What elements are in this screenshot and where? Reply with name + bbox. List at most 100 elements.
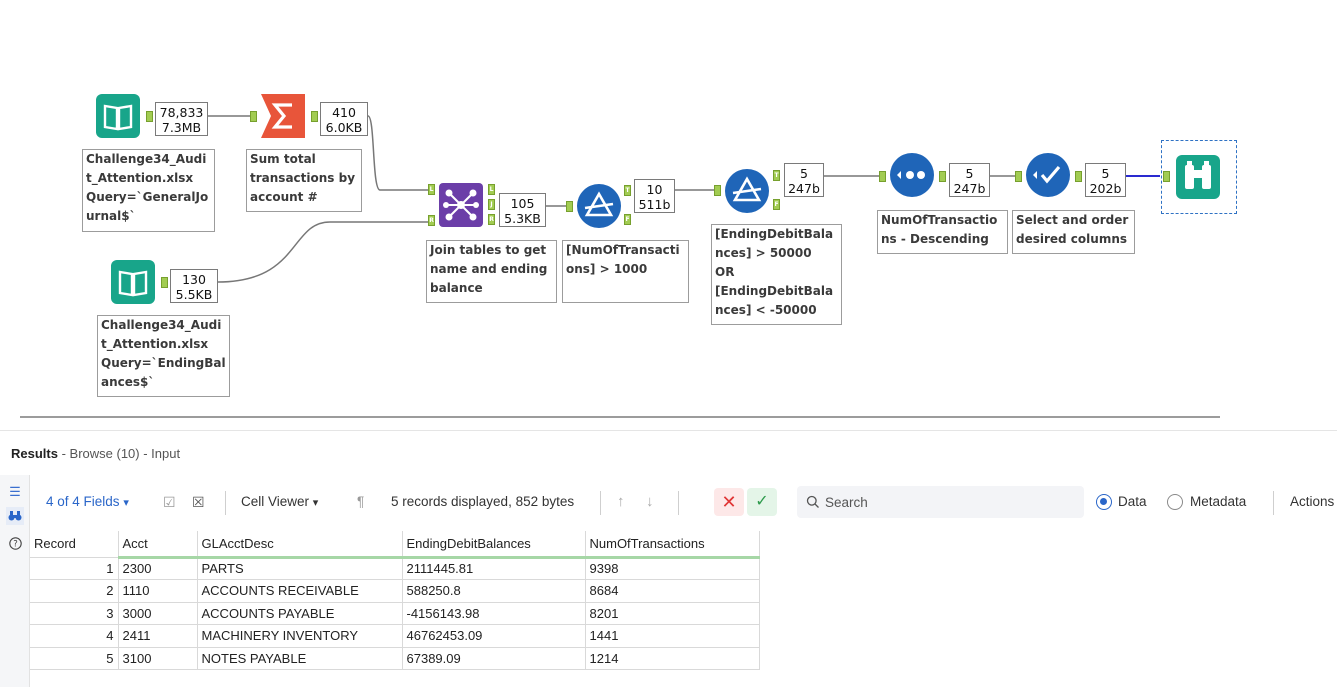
sort-input-anchor[interactable] <box>879 171 886 182</box>
summarize-tool[interactable] <box>261 94 305 138</box>
connection-wires <box>208 115 1160 283</box>
book-input-icon <box>111 260 155 304</box>
column-header-endingdebitbalances[interactable]: EndingDebitBalances <box>402 531 586 559</box>
summarize-output-anchor[interactable] <box>311 111 318 122</box>
filter2-true-anchor[interactable]: T <box>773 170 780 181</box>
input-tool-1[interactable] <box>96 94 140 138</box>
pane-splitter[interactable] <box>20 416 1220 418</box>
table-cell[interactable]: 5 <box>30 646 119 670</box>
search-input[interactable] <box>825 492 1075 512</box>
join-join-output-anchor[interactable]: J <box>488 199 495 210</box>
filter-tool-1[interactable] <box>577 184 621 228</box>
table-cell[interactable]: PARTS <box>196 556 403 580</box>
table-cell[interactable]: 8684 <box>584 579 760 603</box>
filter1-true-anchor[interactable]: T <box>624 185 631 196</box>
table-cell[interactable]: ACCOUNTS PAYABLE <box>196 601 403 625</box>
column-header-acct[interactable]: Acct <box>118 531 198 559</box>
filter-icon <box>577 184 621 228</box>
apply-search-button[interactable]: ✓ <box>747 488 777 516</box>
table-cell[interactable]: ACCOUNTS RECEIVABLE <box>196 579 403 603</box>
table-cell[interactable]: 4 <box>30 624 119 648</box>
join-right-output-anchor[interactable]: R <box>488 214 495 225</box>
list-view-icon[interactable]: ☰ <box>9 484 21 499</box>
input-tool-2[interactable] <box>111 260 155 304</box>
table-cell[interactable]: NOTES PAYABLE <box>196 646 403 670</box>
clear-fields-icon[interactable]: ☒ <box>192 494 205 510</box>
column-header-numoftransactions[interactable]: NumOfTransactions <box>585 531 760 559</box>
table-cell[interactable]: 46762453.09 <box>401 624 586 648</box>
table-cell[interactable]: 3000 <box>117 601 198 625</box>
table-cell[interactable]: 2 <box>30 579 119 603</box>
records-info: 5 records displayed, 852 bytes <box>391 494 575 509</box>
metadata-radio-label: Metadata <box>1190 494 1247 509</box>
chevron-down-icon: ▾ <box>312 497 319 509</box>
fields-dropdown[interactable]: 4 of 4 Fields ▾ <box>46 494 129 509</box>
table-cell[interactable]: 1214 <box>584 646 760 670</box>
table-cell[interactable]: 3 <box>30 601 119 625</box>
book-input-icon <box>96 94 140 138</box>
select-input-anchor[interactable] <box>1015 171 1022 182</box>
table-cell[interactable]: 1110 <box>117 579 198 603</box>
browse-tool[interactable] <box>1176 155 1220 199</box>
filter2-input-anchor[interactable] <box>714 185 721 196</box>
browse-input-anchor[interactable] <box>1163 171 1170 182</box>
table-cell[interactable]: 67389.09 <box>401 646 586 670</box>
join-left-anchor[interactable]: L <box>428 184 435 195</box>
join-icon <box>439 183 483 227</box>
metadata-radio[interactable] <box>1167 494 1183 510</box>
sort-tool[interactable] <box>890 153 934 197</box>
join-right-anchor[interactable]: R <box>428 215 435 226</box>
table-cell[interactable]: 1441 <box>584 624 760 648</box>
input1-output-anchor[interactable] <box>146 111 153 122</box>
table-cell[interactable]: 8201 <box>584 601 760 625</box>
table-cell[interactable]: MACHINERY INVENTORY <box>196 624 403 648</box>
table-cell[interactable]: 2300 <box>117 556 198 580</box>
data-radio[interactable] <box>1096 494 1112 510</box>
filter2-false-anchor[interactable]: F <box>773 199 780 210</box>
column-header-record[interactable]: Record <box>30 531 119 558</box>
sort-output-anchor[interactable] <box>939 171 946 182</box>
results-pane: Results - Browse (10) - Input ☰ ? 4 of 4… <box>0 430 1337 687</box>
table-cell[interactable]: 2411 <box>117 624 198 648</box>
table-cell[interactable]: 588250.8 <box>401 579 586 603</box>
help-icon[interactable]: ? <box>6 537 24 555</box>
filter1-false-anchor[interactable]: F <box>624 214 631 225</box>
table-cell[interactable]: 3100 <box>117 646 198 670</box>
summarize-input-anchor[interactable] <box>250 111 257 122</box>
join-left-output-anchor[interactable]: L <box>488 184 495 195</box>
table-cell[interactable]: 2111445.81 <box>401 556 586 580</box>
table-cell[interactable]: 9398 <box>584 556 760 580</box>
cancel-search-button[interactable]: ✕ <box>714 488 744 516</box>
filter1-input-anchor[interactable] <box>566 201 573 212</box>
column-header-glacctdesc[interactable]: GLAcctDesc <box>197 531 403 559</box>
pilcrow-icon[interactable]: ¶ <box>357 494 365 509</box>
cell-viewer-dropdown[interactable]: Cell Viewer ▾ <box>241 494 319 509</box>
filter-tool-2[interactable] <box>725 169 769 213</box>
arrow-up-icon[interactable]: ↑ <box>617 493 625 510</box>
toolbar-divider <box>1273 491 1274 515</box>
search-icon <box>806 495 819 508</box>
join-tool[interactable] <box>439 183 483 227</box>
arrow-down-icon[interactable]: ↓ <box>646 493 654 510</box>
table-cell[interactable]: -4156143.98 <box>401 601 586 625</box>
edit-fields-icon[interactable]: ☑ <box>163 494 176 510</box>
select-tool[interactable] <box>1026 153 1070 197</box>
input2-output-anchor[interactable] <box>161 277 168 288</box>
actions-menu[interactable]: Actions <box>1290 494 1335 509</box>
svg-text:?: ? <box>13 540 18 550</box>
select-output-anchor[interactable] <box>1075 171 1082 182</box>
table-cell[interactable]: 1 <box>30 556 119 580</box>
binoculars-icon[interactable] <box>6 507 24 525</box>
